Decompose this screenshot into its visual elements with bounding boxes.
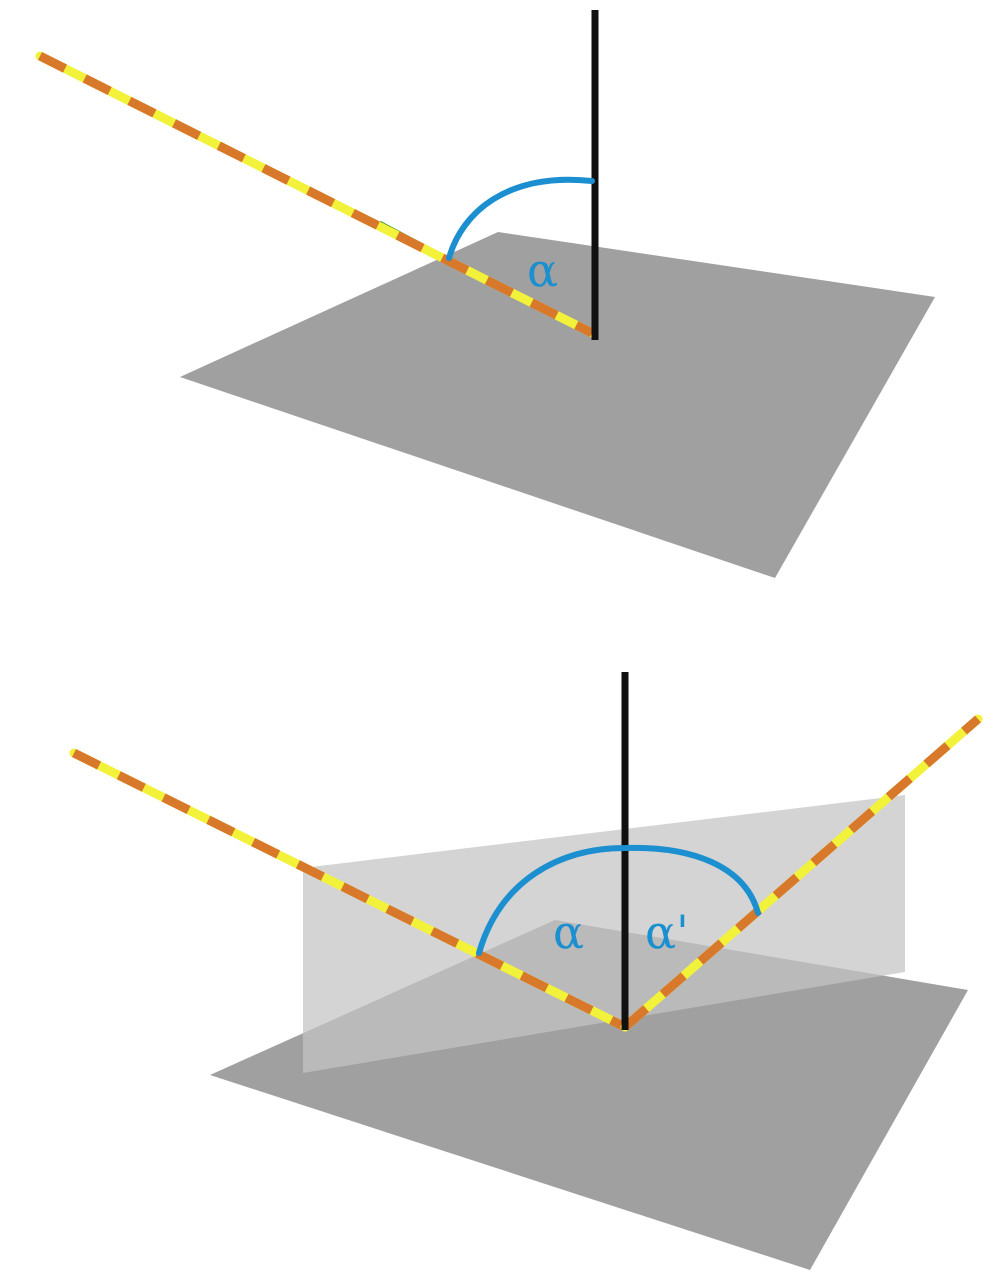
bottom-figure: α α' xyxy=(69,672,983,1270)
plane-of-incidence xyxy=(303,795,905,1073)
bottom-angle-arc xyxy=(476,844,761,956)
top-incidence-arc xyxy=(446,176,595,261)
bottom-reflected-ray xyxy=(620,714,983,1032)
bottom-reflection-label: α' xyxy=(645,905,689,959)
top-figure: α xyxy=(35,10,935,578)
top-angle-label: α xyxy=(527,243,558,297)
bottom-incident-ray xyxy=(69,748,630,1032)
top-surface-plane xyxy=(180,232,935,578)
top-incident-ray xyxy=(35,51,597,338)
bottom-incidence-label: α xyxy=(553,905,584,959)
